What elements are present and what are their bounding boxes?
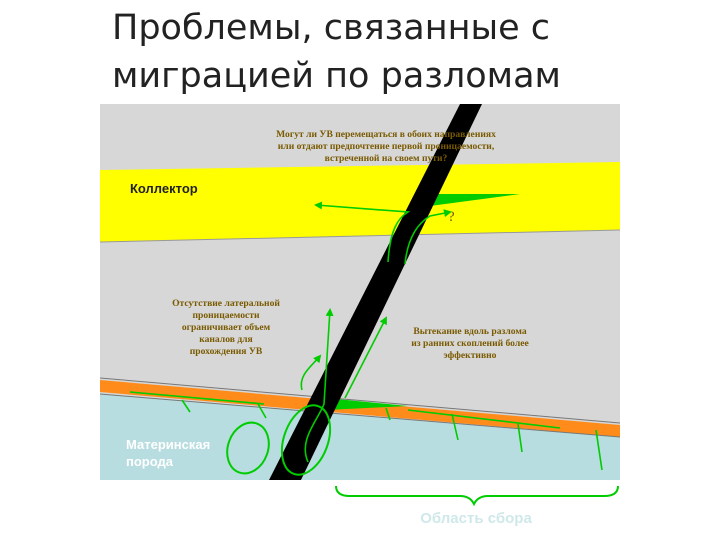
right-note-line-2: из ранних скоплений более — [411, 338, 529, 349]
left-note-line-1: Отсутствие латеральной — [172, 298, 280, 309]
feeder-2 — [257, 403, 267, 419]
collection-area-brace — [335, 485, 619, 507]
source-rock-layer — [100, 394, 620, 480]
reservoir-bottom-line — [100, 229, 620, 243]
carrier-bed-layer — [100, 380, 620, 437]
fault-zone — [269, 104, 482, 480]
carrier-top-line — [100, 377, 620, 424]
slide-title: Проблемы, связанные с миграцией по разло… — [112, 4, 672, 100]
title-line-2: миграцией по разломам — [112, 56, 561, 96]
question-line-3: встреченной на своем пути? — [325, 153, 448, 164]
reservoir-layer — [100, 162, 620, 242]
source-rock-line-1: Материнская — [126, 437, 210, 452]
source-rock-label: Материнская порода — [126, 437, 210, 469]
source-rock-line-2: порода — [126, 454, 174, 469]
arrow-left-of-fault — [304, 308, 334, 463]
source-top-line — [100, 393, 620, 438]
reservoir-label: Коллектор — [130, 181, 198, 196]
question-line-1: Могут ли УВ перемещаться в обоих направл… — [276, 129, 496, 140]
collection-area-label: Область сбора — [420, 510, 532, 527]
right-note: Вытекание вдоль разлома из ранних скопле… — [411, 326, 529, 361]
reservoir-migration-arrows — [314, 201, 452, 265]
arrow-downdip — [404, 209, 452, 265]
left-note-line-5: прохождения УВ — [190, 346, 263, 357]
feeder-6 — [385, 407, 391, 421]
lateral-flow-left — [129, 391, 265, 405]
source-feeders — [181, 399, 603, 471]
arrow-right-of-fault — [344, 316, 387, 399]
highlight-circles — [226, 404, 332, 476]
right-note-line-3: эффективно — [444, 350, 497, 361]
fault-migration-arrows — [300, 308, 387, 463]
feeder-1 — [181, 399, 191, 413]
feeder-3 — [451, 413, 459, 441]
feeder-5 — [595, 429, 603, 471]
left-note-line-2: проницаемости — [192, 310, 259, 321]
left-note: Отсутствие латеральной проницаемости огр… — [172, 298, 280, 357]
reservoir-accumulation — [428, 194, 520, 206]
arrow-updip — [314, 201, 411, 263]
carrier-accumulation — [326, 398, 408, 410]
feeder-4 — [517, 423, 523, 453]
highlight-circle-right — [280, 404, 332, 476]
lateral-flow-arrows — [129, 391, 561, 429]
lateral-flow-right — [407, 409, 561, 429]
question-line-2: или отдают предпочтение первой проницаем… — [278, 141, 495, 152]
left-note-line-4: каналов для — [199, 334, 253, 345]
title-line-1: Проблемы, связанные с — [112, 8, 551, 48]
left-note-line-3: ограничивает объем — [182, 322, 271, 333]
highlight-circle-left — [226, 421, 270, 475]
question-note: Могут ли УВ перемещаться в обоих направл… — [276, 129, 496, 164]
right-note-line-1: Вытекание вдоль разлома — [413, 326, 527, 337]
arrow-lower-fault — [300, 354, 322, 391]
